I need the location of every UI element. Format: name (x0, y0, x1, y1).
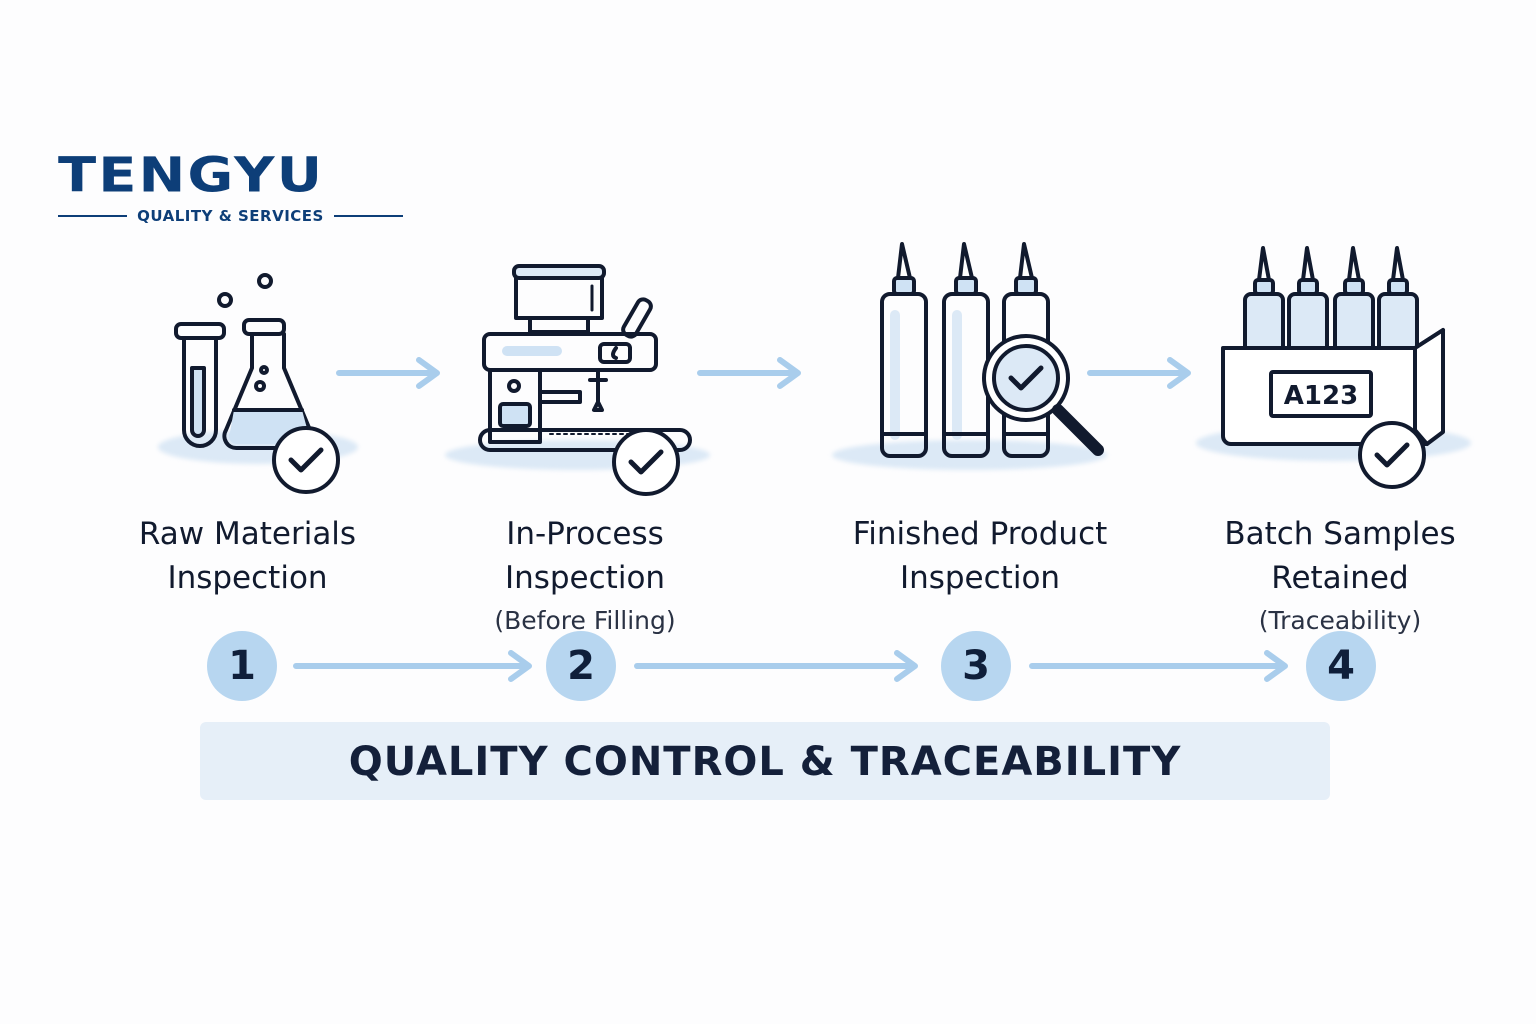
stage-4-title-line1: Batch Samples (1224, 516, 1456, 552)
stage-2-subtitle: (Before Filling) (494, 606, 676, 635)
filling-machine-icon (478, 264, 692, 496)
arrow-right-icon (634, 650, 918, 682)
checkmark-icon (272, 426, 340, 494)
step-4-badge: 4 (1306, 631, 1376, 701)
stage-4-subtitle: (Traceability) (1258, 606, 1422, 635)
logo-rule-left (58, 215, 128, 217)
test-tube-and-flask-icon (174, 273, 340, 494)
stage-4-title-line2: Retained (1271, 560, 1409, 596)
arrow-right-icon (293, 650, 532, 682)
logo-tagline: QUALITY & SERVICES (137, 207, 324, 225)
logo: TENGYU QUALITY & SERVICES (58, 150, 403, 230)
stage-1-title-line2: Inspection (167, 560, 328, 596)
stage-2-title-line1: In-Process (506, 516, 664, 552)
step-3-badge: 3 (941, 631, 1011, 701)
stage-1-title: Raw Materials Inspection (100, 512, 395, 600)
banner-title: QUALITY CONTROL & TRACEABILITY (348, 739, 1182, 785)
cartridges-with-magnifier-icon (880, 242, 1104, 458)
checkmark-icon (612, 428, 680, 496)
logo-tagline-row: QUALITY & SERVICES (58, 206, 403, 226)
step-2-badge: 2 (546, 631, 616, 701)
checkmark-icon (1358, 421, 1426, 489)
arrow-right-icon (1029, 650, 1288, 682)
logo-wordmark: TENGYU (58, 147, 325, 204)
stage-2-title: In-Process Inspection (435, 512, 735, 600)
arrow-right-icon (697, 357, 801, 389)
sample-box-icon: A123 (1221, 246, 1445, 489)
stage-3-title-line1: Finished Product (852, 516, 1108, 552)
step-1-badge: 1 (207, 631, 277, 701)
stage-2-title-line2: Inspection (504, 560, 666, 596)
stage-4-title: Batch Samples Retained (1185, 512, 1495, 600)
stage-1-title-line1: Raw Materials (138, 516, 357, 552)
banner-background (200, 722, 1330, 800)
stage-3-title: Finished Product Inspection (815, 512, 1145, 600)
arrow-right-icon (1087, 357, 1191, 389)
batch-label: A123 (1284, 381, 1358, 411)
stage-3-title-line2: Inspection (899, 560, 1061, 596)
logo-rule-right (333, 215, 403, 217)
arrow-right-icon (336, 357, 440, 389)
